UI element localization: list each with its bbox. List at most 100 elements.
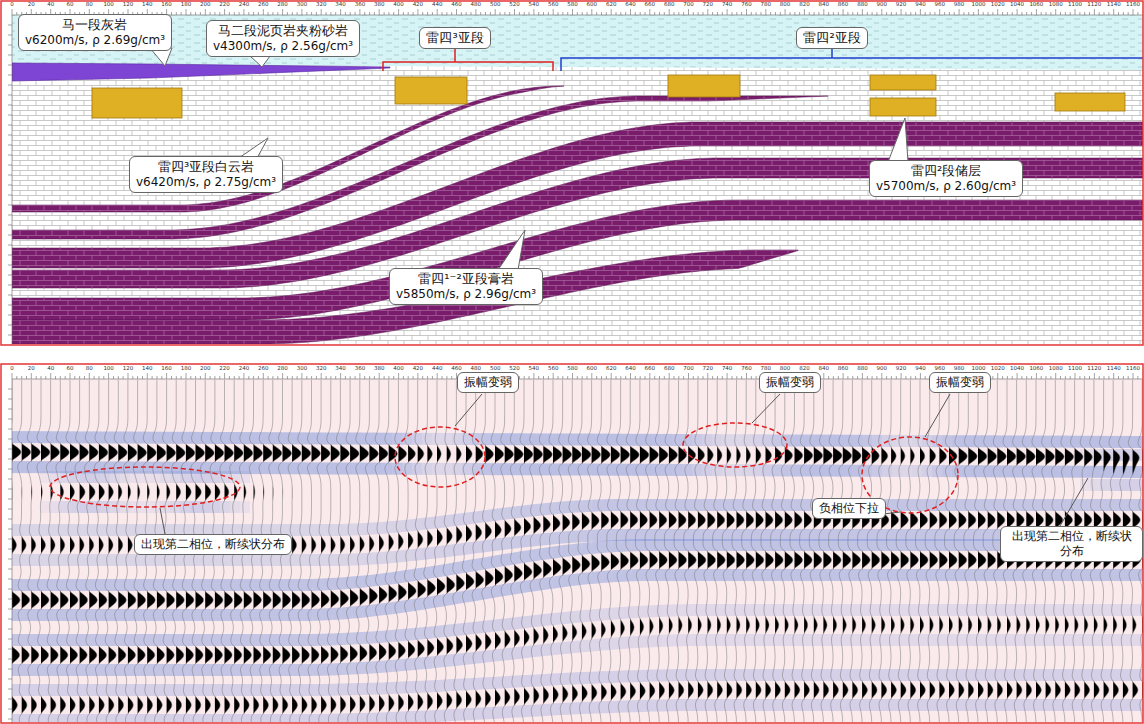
trough-shading	[772, 464, 782, 476]
trough-shading	[150, 471, 160, 483]
trough-shading	[562, 550, 572, 551]
trough-shading	[552, 433, 562, 445]
trough-shading	[892, 634, 902, 646]
trough-shading	[732, 539, 742, 551]
axis-tick-label: 940	[915, 2, 926, 8]
seismic-trace	[906, 380, 919, 722]
trace-peak-fill	[939, 380, 947, 722]
trough-shading	[372, 579, 382, 580]
axis-tick-label: 1000	[971, 2, 985, 8]
trough-shading	[562, 434, 572, 446]
trough-shading	[722, 634, 732, 646]
seismic-trace	[732, 380, 745, 722]
trough-shading	[612, 529, 622, 541]
trough-shading	[1012, 699, 1022, 711]
trough-shading	[452, 519, 462, 520]
trough-shading	[242, 609, 252, 621]
seismic-trace	[18, 380, 31, 722]
trough-shading	[582, 464, 592, 476]
trough-shading	[622, 434, 632, 446]
trough-shading	[412, 633, 422, 634]
trough-shading	[342, 524, 352, 536]
trough-shading	[472, 657, 482, 658]
trough-shading	[52, 684, 62, 696]
trough-shading	[992, 604, 1002, 616]
axis-tick-label: 1120	[1087, 366, 1101, 372]
trace-peak-fill	[775, 380, 783, 722]
trough-shading	[782, 499, 792, 511]
axis-tick-label: 580	[567, 2, 578, 8]
trough-shading	[512, 705, 522, 718]
callout-title: 马一段灰岩	[25, 17, 165, 33]
trough-shading	[922, 699, 932, 711]
trough-shading	[962, 499, 972, 511]
trough-shading	[422, 626, 432, 639]
seismic-trace	[94, 380, 108, 722]
trace-peak-fill	[881, 380, 889, 722]
trough-shading	[1022, 604, 1032, 616]
trace-peak-fill	[650, 380, 659, 722]
trough-shading	[302, 579, 312, 591]
axis-tick-label: 1020	[991, 366, 1005, 372]
trace-peak-fill	[611, 380, 620, 722]
trough-shading	[102, 609, 112, 621]
trough-shading	[402, 463, 412, 475]
trough-shading	[312, 524, 322, 536]
callout-title: 振幅变弱	[464, 375, 512, 390]
trough-shading	[392, 577, 402, 578]
trough-shading	[1090, 479, 1100, 491]
trough-shading	[22, 684, 32, 696]
trough-shading	[322, 524, 332, 536]
trace-peak-fill	[302, 380, 311, 722]
trough-shading	[732, 434, 742, 446]
trace-peak-fill	[659, 380, 668, 722]
seismic-trace	[46, 380, 59, 722]
trough-shading	[1072, 436, 1082, 448]
trough-shading	[982, 634, 992, 646]
seismic-trace	[742, 380, 755, 722]
trough-shading	[622, 606, 632, 619]
callout-box: 雷四¹⁻²亚段膏岩v5850m/s, ρ 2.96g/cm³	[389, 268, 543, 305]
axis-tick-label: 360	[355, 366, 366, 372]
axis-tick-label: 660	[645, 2, 656, 8]
trough-shading	[452, 679, 462, 692]
axis-tick-label: 320	[316, 2, 327, 8]
callout-body: v4300m/s, ρ 2.56g/cm³	[213, 39, 353, 54]
seismic-trace	[578, 380, 591, 722]
trough-shading	[582, 609, 592, 622]
trough-shading	[32, 554, 42, 566]
trough-shading	[332, 684, 342, 696]
trough-shading	[972, 699, 982, 711]
trace-peak-fill	[476, 380, 484, 722]
trough-shading	[482, 515, 492, 516]
seismic-background	[12, 379, 1143, 722]
trough-shading	[392, 659, 402, 672]
trace-peak-fill	[968, 380, 977, 722]
seismic-trace	[385, 380, 398, 722]
trough-shading	[322, 714, 332, 722]
trough-shading	[462, 596, 472, 598]
trough-shading	[352, 553, 362, 565]
trough-shading	[492, 560, 502, 562]
seismic-trace	[114, 380, 127, 722]
trough-shading	[1042, 604, 1052, 616]
trough-shading	[422, 433, 432, 445]
trough-shading	[22, 714, 32, 722]
trough-shading	[742, 604, 752, 616]
axis-tick-label: 260	[258, 366, 269, 372]
trough-shading	[612, 701, 622, 713]
trough-shading	[482, 592, 492, 594]
trough-shading	[622, 529, 632, 541]
trough-shading	[180, 501, 190, 513]
axis-tick-label: 580	[567, 366, 578, 372]
trough-shading	[942, 604, 952, 616]
trough-shading	[422, 710, 432, 722]
trough-shading	[712, 499, 722, 511]
trough-shading	[912, 699, 922, 711]
trough-shading	[442, 709, 452, 722]
trough-shading	[110, 471, 120, 483]
trough-shading	[110, 501, 120, 513]
trough-shading	[392, 463, 402, 475]
trough-shading	[662, 464, 672, 476]
trace-peak-fill	[572, 380, 581, 722]
